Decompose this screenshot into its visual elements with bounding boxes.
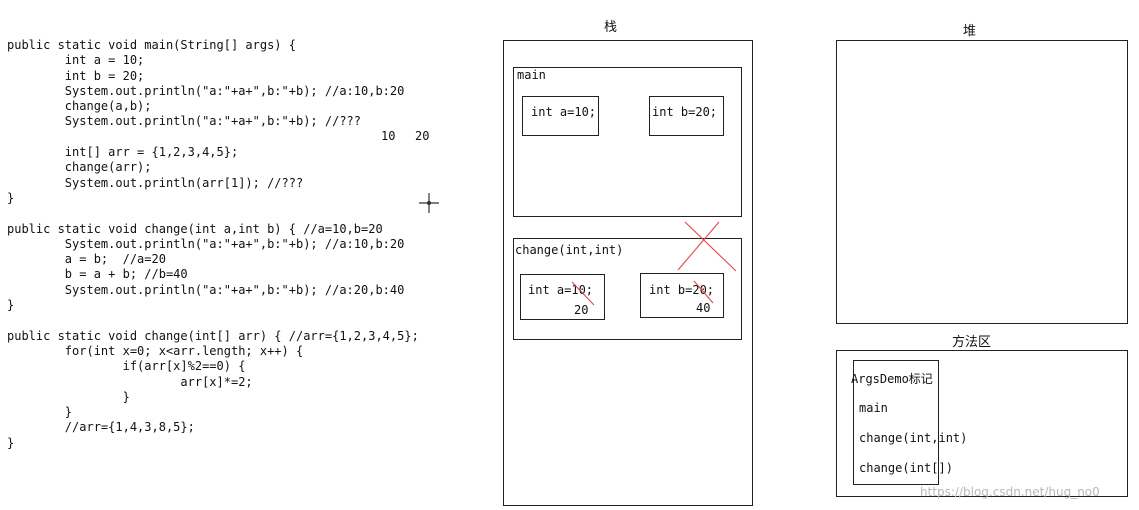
change-var-a: int a=10;	[528, 283, 594, 297]
method-entry: change(int,int)	[859, 431, 968, 445]
code-line: int a = 10;	[7, 53, 145, 68]
main-var-b-box	[649, 96, 724, 136]
main-var-b: int b=20;	[652, 105, 718, 119]
code-line: for(int x=0; x<arr.length; x++) {	[7, 343, 304, 358]
code-line: System.out.println("a:"+a+",b:"+b); //a:…	[7, 83, 405, 98]
code-line	[7, 206, 419, 221]
code-line: //arr={1,4,3,8,5};	[7, 420, 195, 435]
code-line: public static void change(int[] arr) { /…	[7, 328, 419, 343]
code-line: }	[7, 405, 73, 420]
code-line: a = b; //a=20	[7, 252, 166, 267]
heap-area	[836, 40, 1128, 324]
stack-area	[503, 40, 753, 506]
heap-title: 堆	[963, 24, 977, 39]
main-var-a: int a=10;	[531, 105, 597, 119]
class-label: ArgsDemo标记	[851, 372, 933, 386]
code-line: b = a + b; //b=40	[7, 267, 188, 282]
code-line: if(arr[x]%2==0) {	[7, 359, 246, 374]
main-frame-label: main	[517, 68, 546, 82]
code-line: System.out.println("a:"+a+",b:"+b); //a:…	[7, 236, 405, 251]
watermark: https://blog.csdn.net/hug_no0	[920, 485, 1100, 499]
code-line: change(arr);	[7, 160, 152, 175]
code-line: change(a,b);	[7, 99, 152, 114]
change-frame	[513, 238, 742, 340]
code-line: arr[x]*=2;	[7, 374, 253, 389]
code-line: public static void main(String[] args) {	[7, 38, 296, 52]
method-area	[836, 350, 1128, 497]
code-line: }	[7, 435, 15, 450]
code-line: System.out.println(arr[1]); //???	[7, 175, 304, 190]
code-line: }	[7, 190, 15, 205]
change-var-b-box	[640, 273, 724, 318]
main-var-a-box	[522, 96, 599, 136]
code-line: }	[7, 389, 130, 404]
answer-a-note: 10	[381, 129, 396, 143]
code-line	[7, 130, 419, 145]
crosshair-cursor-icon	[419, 193, 439, 213]
stack-title: 栈	[604, 20, 618, 35]
answer-b-note: 20	[415, 129, 430, 143]
change-var-b: int b=20;	[649, 283, 715, 297]
change-frame-label: change(int,int)	[515, 243, 624, 257]
code-line	[7, 313, 419, 328]
method-entry: main	[859, 401, 888, 415]
code-line: int[] arr = {1,2,3,4,5};	[7, 145, 239, 160]
method-entry: change(int[])	[859, 461, 953, 475]
change-new-a: 20	[574, 303, 589, 317]
class-box	[853, 360, 939, 485]
code-line: int b = 20;	[7, 68, 145, 83]
method-area-title: 方法区	[952, 335, 992, 350]
change-new-b: 40	[696, 301, 711, 315]
code-line: }	[7, 298, 15, 313]
code-listing: public static void main(String[] args) {…	[7, 38, 419, 451]
change-var-a-box	[520, 274, 605, 320]
code-line: System.out.println("a:"+a+",b:"+b); //a:…	[7, 282, 405, 297]
code-line: System.out.println("a:"+a+",b:"+b); //??…	[7, 114, 362, 129]
code-line: public static void change(int a,int b) {…	[7, 221, 383, 236]
main-frame	[513, 67, 742, 217]
